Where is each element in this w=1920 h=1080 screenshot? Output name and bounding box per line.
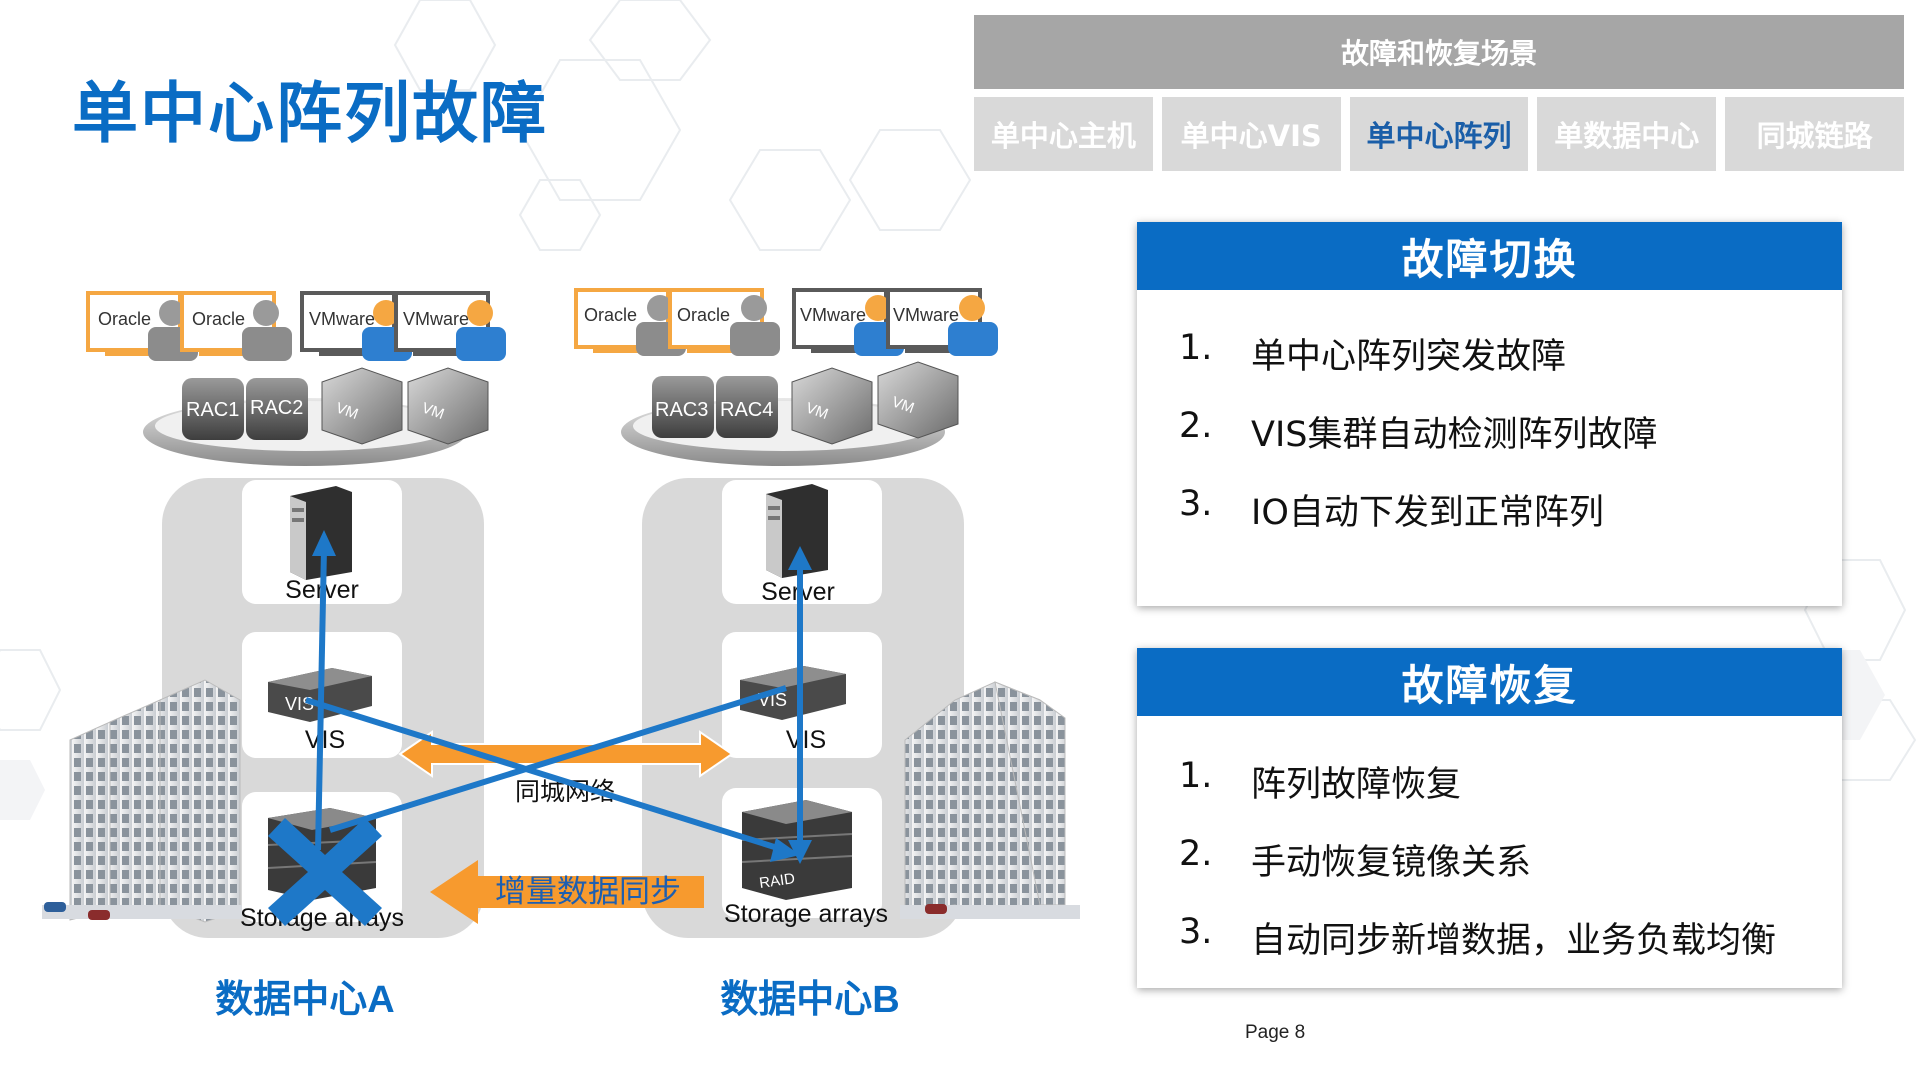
rac-disk-icon: RAC3 (652, 376, 714, 438)
building-icon (42, 679, 242, 923)
oracle-monitor-icon: Oracle (180, 291, 292, 361)
svg-text:RAC4: RAC4 (720, 399, 773, 421)
vmware-monitor-icon: VMware (792, 288, 904, 356)
app-workstations-b: Oracle Oracle VMware VMware (574, 288, 998, 356)
page-number: Page 8 (1245, 1022, 1306, 1043)
sync-label: 增量数据同步 (495, 874, 681, 909)
tab-metro-link[interactable]: 同城链路 (1725, 97, 1904, 171)
failover-panel: 故障切换 1.单中心阵列突发故障 2.VIS集群自动检测阵列故障 3.IO自动下… (1137, 222, 1842, 606)
list-item: 3.IO自动下发到正常阵列 (1179, 484, 1604, 533)
datacenter-b-label: 数据中心B (720, 979, 899, 1021)
svg-text:RAID: RAID (758, 870, 796, 892)
recovery-title: 故障恢复 (1137, 648, 1842, 716)
svg-text:VM: VM (419, 399, 446, 423)
recovery-list: 1.阵列故障恢复 2.手动恢复镜像关系 3.自动同步新增数据，业务负载均衡 (1137, 716, 1842, 990)
rac-disk-icon: RAC1 (182, 378, 244, 440)
server-icon (290, 486, 352, 580)
list-item: 2.VIS集群自动检测阵列故障 (1179, 406, 1658, 455)
vm-cube-icon: VM (321, 367, 403, 445)
svg-text:Oracle: Oracle (584, 305, 637, 325)
svg-text:RAC1: RAC1 (186, 399, 239, 421)
vmware-monitor-icon: VMware (394, 291, 506, 361)
svg-text:Oracle: Oracle (192, 309, 245, 329)
slide-title: 单中心阵列故障 (72, 75, 548, 152)
vm-cube-icon: VM (877, 361, 959, 439)
recovery-panel: 故障恢复 1.阵列故障恢复 2.手动恢复镜像关系 3.自动同步新增数据，业务负载… (1137, 648, 1842, 988)
list-item: 2.手动恢复镜像关系 (1179, 834, 1532, 883)
scene-nav-header: 故障和恢复场景 (974, 15, 1904, 89)
failover-list: 1.单中心阵列突发故障 2.VIS集群自动检测阵列故障 3.IO自动下发到正常阵… (1137, 290, 1842, 562)
io-paths (305, 530, 812, 864)
vis-label: VIS (305, 726, 345, 754)
tab-single-array[interactable]: 单中心阵列 (1349, 97, 1529, 171)
svg-text:Oracle: Oracle (677, 305, 730, 325)
failover-title: 故障切换 (1137, 222, 1842, 290)
vm-cube-icon: VM (791, 367, 873, 445)
architecture-diagram: Oracle Oracle VMware VMware (42, 288, 1080, 1021)
building-icon (900, 681, 1080, 919)
svg-text:RAC3: RAC3 (655, 399, 708, 421)
incremental-sync-arrow: 增量数据同步 (430, 860, 704, 924)
datacenter-a-label: 数据中心A (215, 979, 394, 1021)
vis-switch-icon: VIS (740, 666, 846, 720)
oracle-monitor-icon: Oracle (574, 288, 686, 356)
list-item: 1.单中心阵列突发故障 (1179, 328, 1567, 377)
list-item: 3.自动同步新增数据，业务负载均衡 (1179, 912, 1777, 961)
tab-single-vis[interactable]: 单中心VIS (1161, 97, 1341, 171)
svg-text:Oracle: Oracle (98, 309, 151, 329)
svg-text:VMware: VMware (800, 305, 866, 325)
storage-label: Storage arrays (724, 900, 888, 928)
svg-text:VMware: VMware (893, 305, 959, 325)
tab-single-host[interactable]: 单中心主机 (974, 97, 1153, 171)
scene-tabs: 单中心主机 单中心VIS 单中心阵列 单数据中心 同城链路 (974, 97, 1904, 171)
vis-label: VIS (786, 726, 826, 754)
rac-disk-icon: RAC2 (246, 378, 308, 440)
svg-text:VM: VM (889, 393, 916, 417)
vm-cube-icon: VM (407, 367, 489, 445)
svg-text:RAC2: RAC2 (250, 397, 303, 419)
svg-text:VMware: VMware (309, 309, 375, 329)
svg-text:VMware: VMware (403, 309, 469, 329)
oracle-monitor-icon: Oracle (668, 288, 780, 356)
app-workstations-a: Oracle Oracle VMware VMware (86, 291, 506, 361)
server-icon (766, 484, 828, 578)
svg-text:VM: VM (803, 399, 830, 423)
rac-disk-icon: RAC4 (716, 376, 778, 438)
datacenter-b: Oracle Oracle VMware VMware (574, 288, 1080, 1021)
list-item: 1.阵列故障恢复 (1179, 756, 1462, 805)
tab-single-datacenter[interactable]: 单数据中心 (1537, 97, 1717, 171)
svg-text:VM: VM (333, 399, 360, 423)
failure-x-icon (268, 818, 382, 926)
vmware-monitor-icon: VMware (886, 288, 998, 356)
